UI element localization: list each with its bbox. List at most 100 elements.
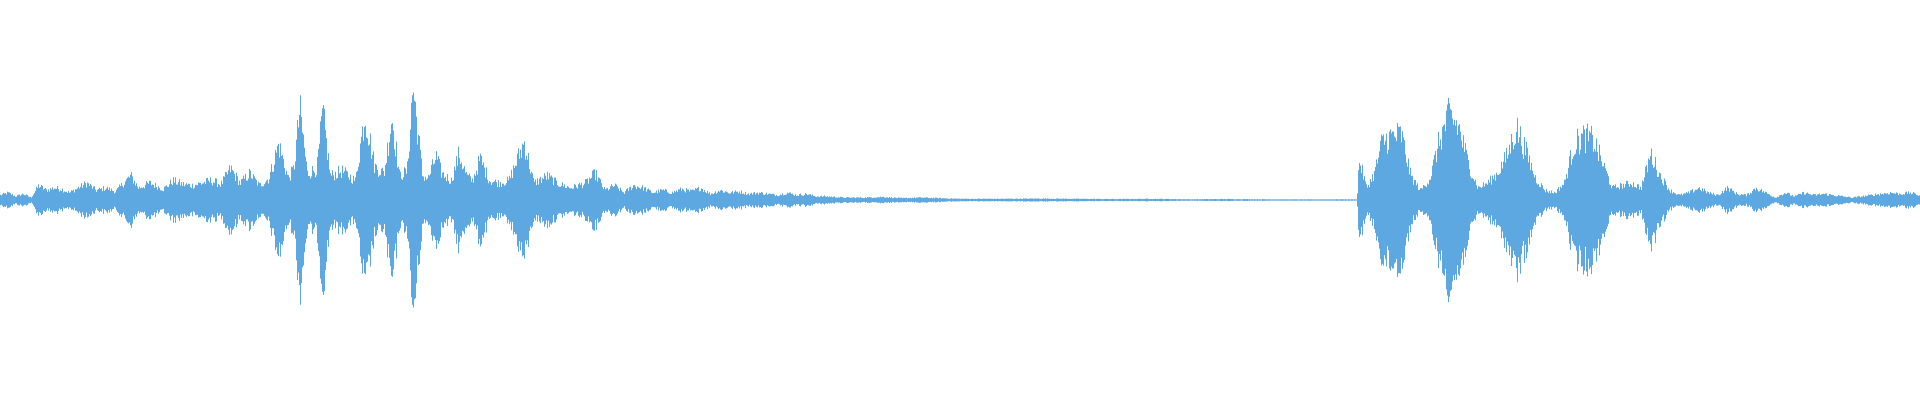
- waveform-sample-bar: [1626, 180, 1627, 220]
- waveform-sample-bar: [1728, 187, 1729, 213]
- waveform-sample-bar: [354, 180, 355, 220]
- waveform-sample-bar: [1499, 173, 1500, 227]
- waveform-sample-bar: [1330, 199, 1331, 201]
- waveform-sample-bar: [765, 194, 766, 206]
- waveform-sample-bar: [1483, 182, 1484, 218]
- waveform-sample-bar: [1332, 199, 1333, 201]
- waveform-sample-bar: [1377, 163, 1378, 237]
- waveform-sample-bar: [1401, 142, 1402, 258]
- waveform-sample-bar: [580, 184, 581, 216]
- waveform-sample-bar: [1346, 199, 1347, 201]
- waveform-sample-bar: [675, 192, 676, 208]
- waveform-sample-bar: [1759, 191, 1760, 209]
- waveform-sample-bar: [142, 188, 143, 212]
- waveform-sample-bar: [1827, 195, 1828, 205]
- waveform-sample-bar: [79, 188, 80, 212]
- waveform-sample-bar: [853, 197, 854, 203]
- waveform-sample-bar: [215, 178, 216, 222]
- waveform-sample-bar: [1684, 193, 1685, 207]
- waveform-sample-bar: [457, 165, 458, 235]
- waveform-sample-bar: [932, 198, 933, 202]
- waveform-sample-bar: [1234, 199, 1235, 201]
- waveform-sample-bar: [279, 157, 280, 243]
- waveform-sample-bar: [415, 101, 416, 299]
- waveform-sample-bar: [1091, 198, 1092, 202]
- waveform-sample-bar: [943, 198, 944, 202]
- waveform-sample-bar: [1640, 186, 1641, 214]
- waveform-sample-bar: [1318, 199, 1319, 201]
- waveform-sample-bar: [947, 198, 948, 202]
- waveform-sample-bar: [1282, 199, 1283, 201]
- waveform-sample-bar: [208, 180, 209, 220]
- waveform-sample-bar: [341, 177, 342, 223]
- waveform-sample-bar: [47, 192, 48, 208]
- waveform-sample-bar: [1001, 198, 1002, 202]
- waveform-sample-bar: [257, 185, 258, 215]
- waveform-sample-bar: [698, 186, 699, 214]
- waveform-sample-bar: [734, 191, 735, 209]
- waveform-sample-bar: [167, 186, 168, 214]
- waveform-sample-bar: [1414, 179, 1415, 221]
- waveform-sample-bar: [615, 183, 616, 217]
- waveform-sample-bar: [807, 195, 808, 205]
- waveform-sample-bar: [1258, 199, 1259, 201]
- waveform-sample-bar: [1620, 182, 1621, 218]
- waveform-sample-bar: [695, 188, 696, 212]
- waveform-sample-bar: [1542, 185, 1543, 215]
- waveform-sample-bar: [544, 173, 545, 227]
- waveform-sample-bar: [29, 196, 30, 204]
- waveform-sample-bar: [507, 176, 508, 224]
- waveform-sample-bar: [1272, 199, 1273, 201]
- waveform-sample-bar: [1555, 192, 1556, 208]
- waveform-sample-bar: [787, 192, 788, 208]
- waveform-sample-bar: [96, 191, 97, 209]
- waveform-sample-bar: [1420, 188, 1421, 212]
- waveform-sample-bar: [31, 197, 32, 203]
- waveform-sample-bar: [1541, 183, 1542, 217]
- waveform-sample-bar: [564, 184, 565, 216]
- waveform-sample-bar: [1629, 186, 1630, 214]
- waveform-sample-bar: [1846, 197, 1847, 203]
- waveform-sample-bar: [334, 180, 335, 220]
- waveform-sample-bar: [988, 198, 989, 202]
- waveform-sample-bar: [1492, 175, 1493, 225]
- waveform-sample-bar: [1760, 190, 1761, 210]
- waveform-sample-bar: [1917, 195, 1918, 205]
- waveform-sample-bar: [1231, 199, 1232, 201]
- waveform-sample-bar: [1243, 199, 1244, 201]
- waveform-sample-bar: [1054, 198, 1055, 202]
- waveform-sample-bar: [406, 173, 407, 227]
- waveform-sample-bar: [32, 196, 33, 204]
- waveform-sample-bar: [456, 156, 457, 244]
- waveform-sample-bar: [138, 188, 139, 212]
- waveform-sample-bar: [1562, 184, 1563, 216]
- waveform-sample-bar: [1404, 140, 1405, 260]
- waveform-sample-bar: [1861, 196, 1862, 204]
- waveform-sample-bar: [673, 193, 674, 207]
- waveform-sample-bar: [1269, 199, 1270, 201]
- waveform-sample-bar: [472, 178, 473, 222]
- waveform-sample-bar: [1584, 129, 1585, 271]
- waveform-sample-bar: [626, 189, 627, 211]
- waveform-sample-bar: [747, 194, 748, 206]
- waveform-sample-bar: [1061, 198, 1062, 202]
- waveform-sample-bar: [1, 195, 2, 205]
- waveform-sample-bar: [819, 197, 820, 203]
- waveform-sample-bar: [1724, 190, 1725, 210]
- waveform-sample-bar: [1489, 182, 1490, 218]
- waveform-sample-bar: [781, 195, 782, 205]
- waveform-sample-bar: [1520, 126, 1521, 274]
- waveform-sample-bar: [1229, 198, 1230, 202]
- waveform-sample-bar: [1546, 188, 1547, 212]
- waveform-sample-bar: [1747, 193, 1748, 207]
- waveform-sample-bar: [311, 176, 312, 224]
- waveform-sample-bar: [1129, 199, 1130, 201]
- waveform-sample-bar: [578, 184, 579, 216]
- waveform-sample-bar: [1019, 199, 1020, 201]
- waveform-sample-bar: [1795, 195, 1796, 205]
- waveform-sample-bar: [5, 193, 6, 207]
- waveform-sample-bar: [1763, 190, 1764, 210]
- waveform-sample-bar: [860, 197, 861, 203]
